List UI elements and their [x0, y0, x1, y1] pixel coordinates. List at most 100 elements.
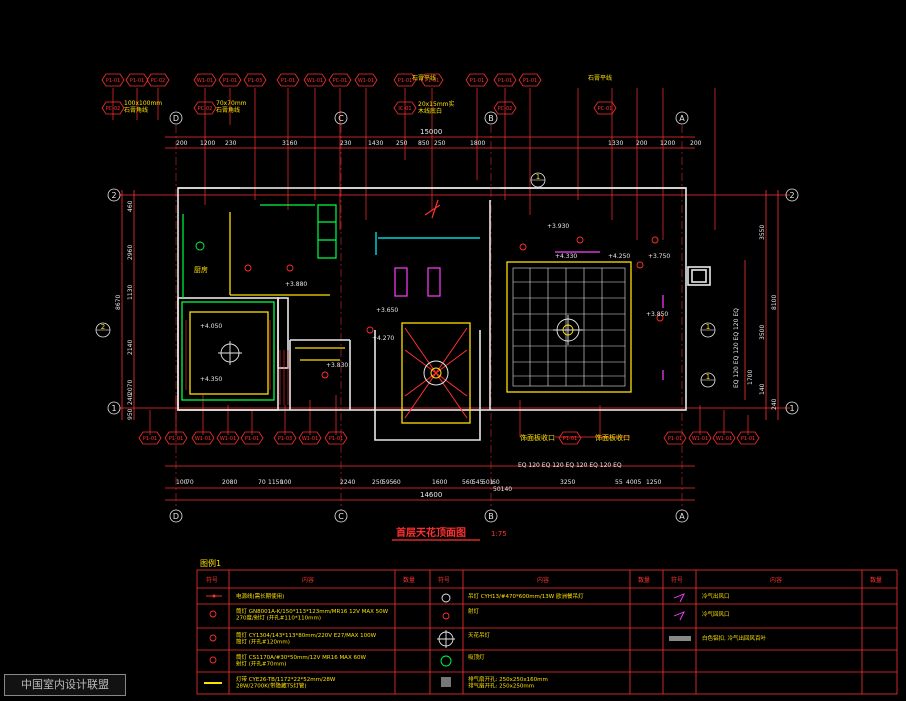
top-dimension-lines [120, 136, 790, 501]
bottom-dim-8: 595 [382, 479, 394, 486]
legend-col1-row-0: 电源线(需长期使用) [236, 592, 284, 600]
bottom-dim-4: 1150 [268, 479, 283, 486]
bottom-dim-12: 545 [472, 479, 484, 486]
top-tag2-4-label: PC-01 [598, 106, 613, 112]
right-dim-0: 3550 [759, 225, 766, 240]
bottom-tag-5: P1-03 [273, 431, 297, 445]
top-note-5: 石膏平线 [588, 74, 612, 82]
top-tag-10: P1-01 [393, 73, 417, 87]
drawing-title: 首层天花顶面图 [396, 526, 466, 539]
legend-rows: 电源线(需长期使用) 筒灯 GN8001A-K/150*113*123mm/MR1… [236, 592, 766, 690]
axis-bubble-D-1: D [169, 509, 183, 523]
left-dim-7: 240 [127, 393, 134, 405]
legend-title: 图例1 [200, 558, 221, 568]
axis-bubble-A-1: A [675, 509, 689, 523]
row-axis-bubble-2-1: 2 [785, 188, 799, 202]
top-dim-0: 200 [176, 140, 188, 147]
bottom-tag-2: W1-01 [191, 431, 215, 445]
elevation-7: +4.250 [608, 253, 630, 260]
top-dim-9: 1800 [470, 140, 485, 147]
top-dim-6: 250 [396, 140, 408, 147]
row-axis-label: 1 [789, 404, 794, 413]
top-tag-10-label: P1-01 [398, 78, 412, 84]
bottom-dim-2: 2080 [222, 479, 237, 486]
axis-label: D [173, 512, 179, 521]
bottom-dim-10: 1600 [432, 479, 447, 486]
bottom-dim-9: 60 [393, 479, 401, 486]
left-dim-2: 8670 [115, 295, 122, 310]
section-mark-label: 1 [706, 323, 710, 331]
right-dim-3: 140 [759, 383, 766, 395]
left-dim-4: 2140 [127, 340, 134, 355]
bottom-dim-17: 4005 [626, 479, 641, 486]
top-tag-14-label: P1-01 [523, 78, 537, 84]
top-tag-6-label: P1-01 [281, 78, 295, 84]
elevation-5: +3.930 [547, 223, 569, 230]
top-dim-3: 3160 [282, 140, 297, 147]
top-dim-2: 230 [225, 140, 237, 147]
top-note-4: 20x15mm实木线底白 [418, 100, 455, 115]
top-tag-9: W1-01 [354, 73, 378, 87]
bottom-tag-0: P1-01 [138, 431, 162, 445]
bottom-tag-3-label: W1-01 [220, 436, 236, 442]
bottom-dim-14: 60 [492, 479, 500, 486]
bottom-dim-6: 2240 [340, 479, 355, 486]
axis-bubble-C-0: C [334, 111, 348, 125]
bottom-note-1: 饰面板收口 [520, 433, 555, 442]
elevation-1: +3.880 [285, 281, 307, 288]
legend-symbols [204, 593, 691, 687]
bottom-tag-6: W1-01 [298, 431, 322, 445]
bottom-dim-15: 3250 [560, 479, 575, 486]
row-axis-label: 2 [111, 191, 116, 200]
eq-row: EQ 120 EQ 120 EQ 120 EQ 120 EQ [518, 462, 622, 469]
top-tag-3: W1-01 [193, 73, 217, 87]
top-tag-4: P1-01 [218, 73, 242, 87]
bottom-overall-dim-2: 50140 [493, 486, 512, 493]
axis-bubble-B-1: B [484, 509, 498, 523]
elevation-3: +3.830 [326, 362, 348, 369]
bottom-dim-16: 55 [615, 479, 623, 486]
top-dim-13: 200 [690, 140, 702, 147]
legend-col3-row-2: 白色铝扣, 冷气出回风百叶 [702, 634, 766, 642]
right-dim-5: 1700 [747, 370, 754, 385]
right-dim-4: 240 [771, 398, 778, 410]
bottom-overall-dim: 14600 [420, 491, 442, 499]
bottom-dim-1: 70 [186, 479, 194, 486]
top-tag2-1: PC-02 [193, 101, 217, 115]
top-tag-2: PC-02 [146, 73, 170, 87]
legend-col2-row-0: 吊灯 CYH13/#470*600mm/13W 欧洲餐吊灯 [468, 592, 584, 600]
top-dim-5: 1430 [368, 140, 383, 147]
top-tag-6: P1-01 [276, 73, 300, 87]
legend-col1-row-1: 筒灯 GN8001A-K/150*113*123mm/MR16 12V MAX … [236, 607, 389, 622]
legend-col2-row-2: 天花吊灯 [468, 631, 491, 639]
left-dim-3: 1130 [127, 285, 134, 300]
legend-header-symbol-2: 符号 [438, 576, 450, 584]
bottom-tag-1-label: P1-01 [169, 436, 183, 442]
top-tag-0-label: P1-01 [106, 78, 120, 84]
left-dim-1: 2960 [127, 245, 134, 260]
ceiling-outlines [181, 212, 632, 424]
top-tag-7: W1-01 [303, 73, 327, 87]
top-tag-11: P1-01 [420, 73, 444, 87]
bottom-tag-12: P1-01 [663, 431, 687, 445]
light-fixtures [195, 236, 664, 379]
section-mark-2: 1 [700, 322, 716, 338]
top-tag2-2-label: IC-01 [398, 106, 411, 112]
legend-header-qty-2: 数量 [638, 576, 650, 584]
leader-lines [112, 88, 749, 438]
top-tag-1: P1-01 [125, 73, 149, 87]
bottom-tag-5-label: P1-03 [278, 436, 292, 442]
top-tag-5: P1-03 [243, 73, 267, 87]
bottom-tag-10: W1-01 [712, 431, 736, 445]
elevation-10: +3.650 [376, 307, 398, 314]
grid-axis-lines [175, 125, 683, 510]
top-tag-12-label: P1-01 [470, 78, 484, 84]
legend-header-qty-1: 数量 [403, 576, 415, 584]
top-note-3: 石膏平线 [412, 74, 436, 82]
row-axis-label: 2 [789, 191, 794, 200]
legend-col3-row-0: 冷气出风口 [702, 592, 730, 600]
